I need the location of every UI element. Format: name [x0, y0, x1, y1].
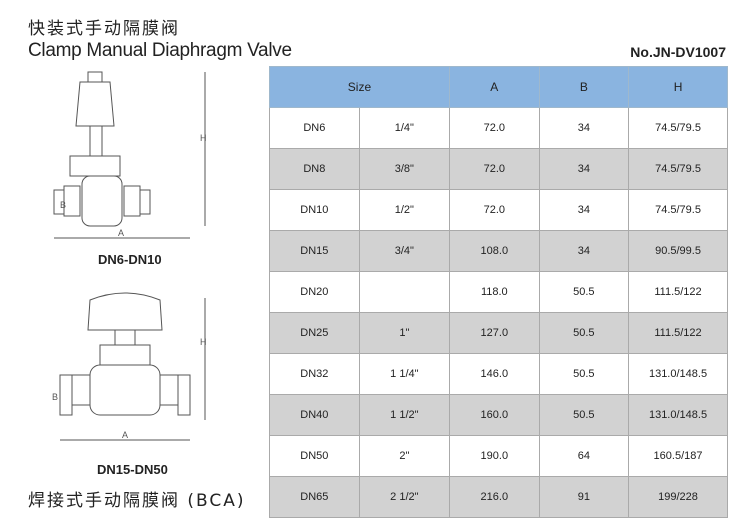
table-cell: 199/228 [628, 476, 728, 518]
table-cell: 50.5 [538, 394, 630, 436]
table-cell: DN32 [269, 353, 360, 395]
table-cell: DN40 [269, 394, 360, 436]
table-cell: 2 1/2" [358, 476, 450, 518]
table-cell: 50.5 [538, 353, 630, 395]
svg-text:H: H [200, 133, 207, 143]
table-cell: 1/4" [358, 107, 450, 149]
title-chinese: 快装式手动隔膜阀 [28, 19, 180, 39]
table-cell: 160.0 [448, 394, 540, 436]
table-cell: 108.0 [448, 230, 540, 272]
header-a: A [448, 66, 540, 108]
table-cell: DN25 [269, 312, 360, 354]
table-cell: 216.0 [448, 476, 540, 518]
table-cell: 34 [538, 107, 630, 149]
table-cell: 74.5/79.5 [628, 107, 728, 149]
valve-drawing-small: A B H [53, 71, 207, 239]
table-cell: DN50 [269, 435, 360, 477]
table-cell: 34 [538, 148, 630, 190]
model-number: No.JN-DV1007 [630, 44, 726, 60]
drawing-label-dn6-dn10: DN6-DN10 [98, 252, 162, 267]
table-cell: 50.5 [538, 271, 630, 313]
table-cell: 111.5/122 [628, 271, 728, 313]
header-size: Size [269, 66, 450, 108]
table-cell: 91 [538, 476, 630, 518]
table-cell: DN8 [269, 148, 360, 190]
table-cell: 90.5/99.5 [628, 230, 728, 272]
table-cell: 1/2" [358, 189, 450, 231]
next-section-title: 焊接式手动隔膜阀 (BCA) [28, 491, 246, 511]
svg-text:A: A [122, 430, 128, 440]
svg-text:A: A [118, 228, 124, 238]
table-cell: 34 [538, 230, 630, 272]
table-cell: 64 [538, 435, 630, 477]
valve-drawing-large: A B H [52, 292, 207, 441]
table-cell: 2" [358, 435, 450, 477]
table-cell: 50.5 [538, 312, 630, 354]
table-cell: 3/4" [358, 230, 450, 272]
svg-text:B: B [60, 200, 66, 210]
table-cell: 111.5/122 [628, 312, 728, 354]
table-cell: DN15 [269, 230, 360, 272]
table-cell: DN65 [269, 476, 360, 518]
table-cell: DN20 [269, 271, 360, 313]
table-cell: 127.0 [448, 312, 540, 354]
title-english: Clamp Manual Diaphragm Valve [28, 40, 292, 61]
table-cell [358, 271, 450, 313]
table-cell: 1 1/2" [358, 394, 450, 436]
table-cell: 72.0 [448, 107, 540, 149]
table-cell: 146.0 [448, 353, 540, 395]
table-cell: 1 1/4" [358, 353, 450, 395]
svg-text:H: H [200, 337, 207, 347]
table-cell: 118.0 [448, 271, 540, 313]
table-cell: 131.0/148.5 [628, 353, 728, 395]
table-cell: 3/8" [358, 148, 450, 190]
table-cell: 74.5/79.5 [628, 148, 728, 190]
table-cell: 34 [538, 189, 630, 231]
table-cell: 74.5/79.5 [628, 189, 728, 231]
table-cell: 190.0 [448, 435, 540, 477]
drawing-label-dn15-dn50: DN15-DN50 [97, 462, 168, 477]
table-cell: DN6 [269, 107, 360, 149]
table-cell: 72.0 [448, 189, 540, 231]
table-cell: 1" [358, 312, 450, 354]
header-h: H [628, 66, 728, 108]
table-cell: DN10 [269, 189, 360, 231]
table-cell: 131.0/148.5 [628, 394, 728, 436]
svg-text:B: B [52, 392, 58, 402]
header-b: B [538, 66, 630, 108]
table-cell: 72.0 [448, 148, 540, 190]
table-cell: 160.5/187 [628, 435, 728, 477]
